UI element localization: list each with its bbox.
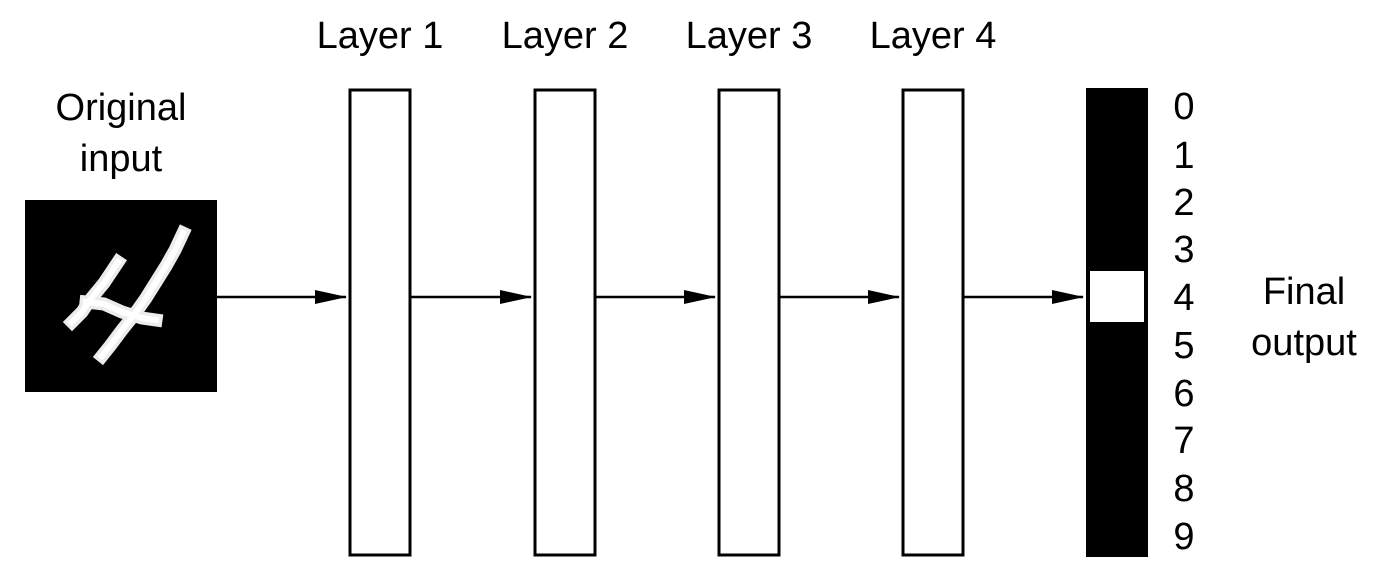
output-class-6: 6 <box>1173 373 1194 415</box>
input-label-line1: Original <box>56 87 187 129</box>
output-class-3: 3 <box>1173 229 1194 271</box>
layer-4-box <box>901 88 965 557</box>
output-class-labels: 0 1 2 3 4 5 6 7 8 9 <box>1173 86 1194 558</box>
output-class-2: 2 <box>1173 182 1194 224</box>
layer-1-box <box>348 88 412 557</box>
input-label-line2: input <box>80 138 163 180</box>
layer-2-box <box>533 88 597 557</box>
handwritten-digit-core <box>67 229 187 361</box>
layer-3-box <box>717 88 781 557</box>
output-label-line2: output <box>1251 322 1357 364</box>
layer-2-label: Layer 2 <box>502 15 629 57</box>
input-digit-image <box>25 200 217 392</box>
layer-4-label: Layer 4 <box>870 15 997 57</box>
layer-3-label: Layer 3 <box>686 15 813 57</box>
layer-1-label: Layer 1 <box>317 15 444 57</box>
output-class-0: 0 <box>1173 86 1194 128</box>
output-class-1: 1 <box>1173 135 1194 177</box>
output-bar <box>1086 88 1148 557</box>
output-class-7: 7 <box>1173 420 1194 462</box>
output-activated-cell <box>1090 271 1144 322</box>
output-label-line1: Final <box>1263 271 1345 313</box>
output-class-4: 4 <box>1173 277 1194 319</box>
output-class-9: 9 <box>1173 516 1194 558</box>
output-class-8: 8 <box>1173 468 1194 510</box>
output-class-5: 5 <box>1173 325 1194 367</box>
